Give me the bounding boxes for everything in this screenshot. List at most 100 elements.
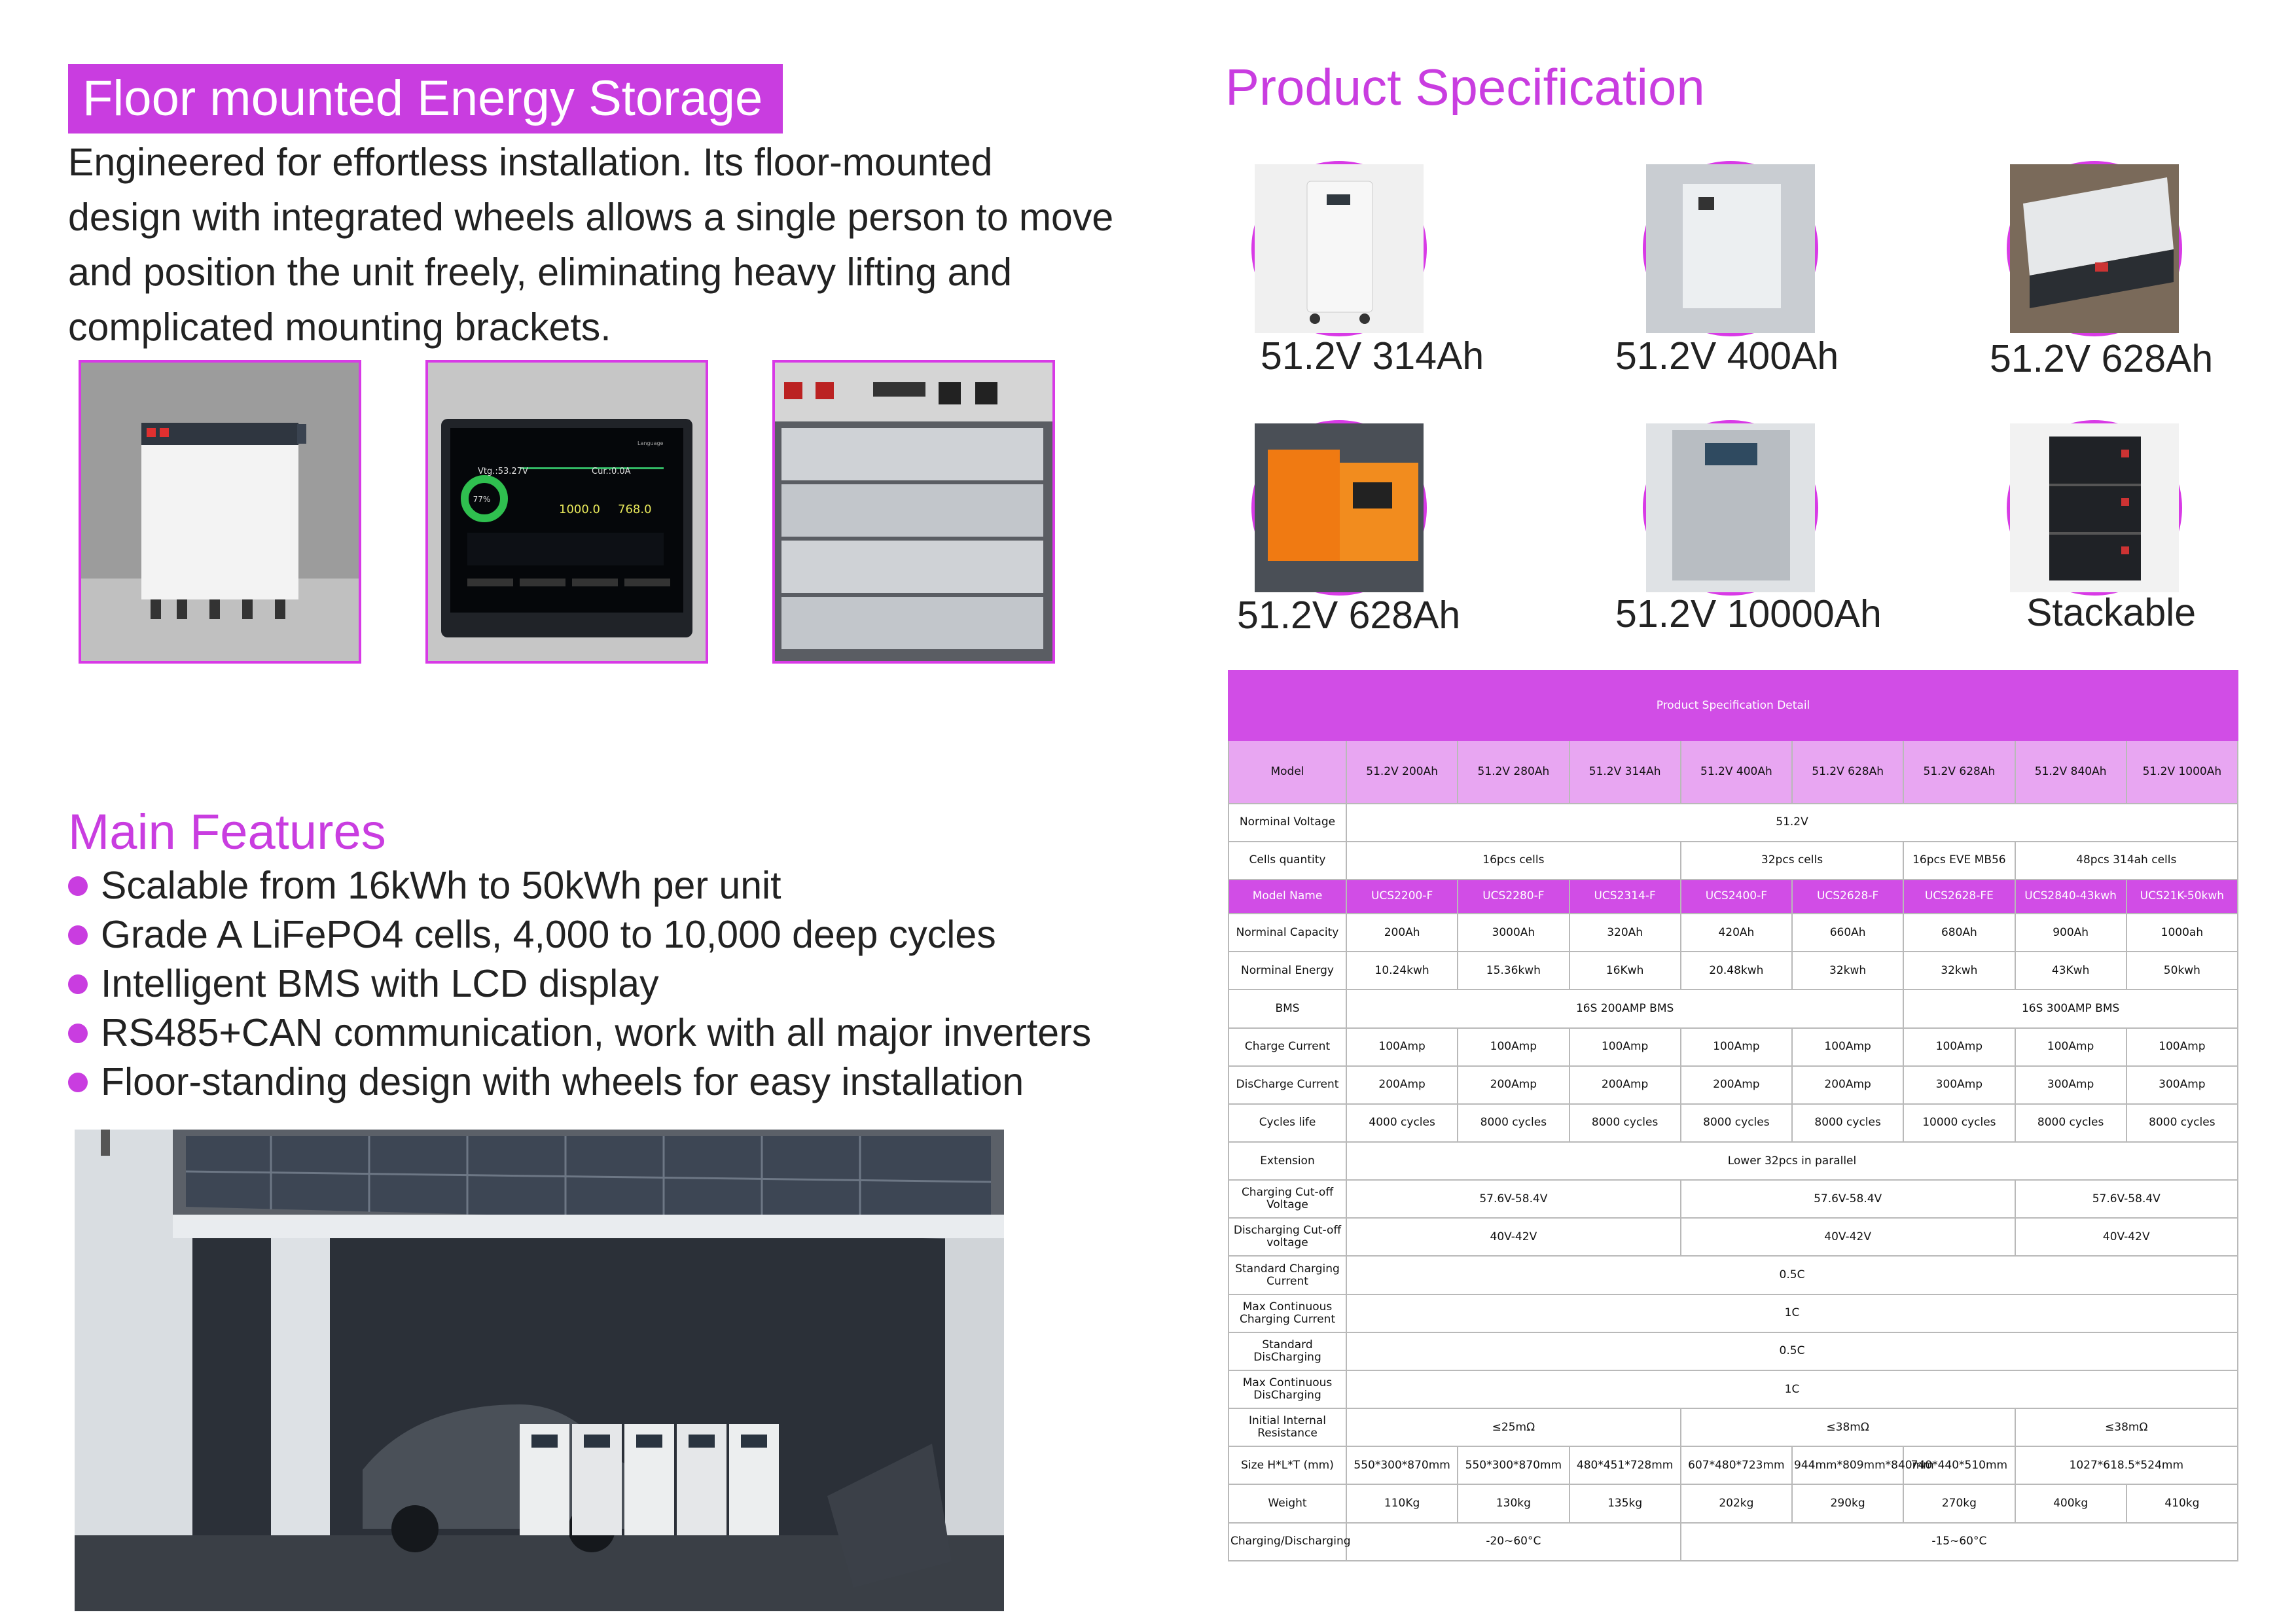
table-cell: UCS2280-F — [1457, 878, 1570, 915]
product-image-628ah-b — [1251, 420, 1427, 596]
table-cell: 20.48kwh — [1679, 951, 1793, 991]
table-cell: 51.2V 628Ah — [1791, 740, 1905, 804]
main-features-title: Main Features — [68, 804, 386, 860]
product-photo-cells — [772, 360, 1055, 664]
table-cell: 16pcs EVE MB56 — [1903, 840, 2016, 880]
table-cell: 32kwh — [1903, 951, 2016, 991]
table-cell: 100Amp — [2125, 1027, 2239, 1067]
table-cell: 100Amp — [2014, 1027, 2127, 1067]
table-row: Standard Charging Current 0.5C — [1228, 1255, 2238, 1295]
table-cell: 200Amp — [1457, 1065, 1570, 1105]
table-cell: 57.6V-58.4V — [1346, 1179, 1681, 1219]
table-cell: 100Amp — [1457, 1027, 1570, 1067]
row-label: Model Name — [1228, 878, 1347, 915]
table-cell: 660Ah — [1791, 913, 1905, 953]
table-cell: 200Ah — [1345, 913, 1459, 953]
table-row: Standard DisCharging 0.5C — [1228, 1331, 2238, 1371]
table-cell: 8000 cycles — [1791, 1103, 1905, 1143]
table-row: Charging Cut-off Voltage 57.6V-58.4V 57.… — [1228, 1179, 2238, 1219]
table-row: Weight 110Kg 130kg 135kg 202kg 290kg 270… — [1228, 1484, 2239, 1524]
table-cell: 8000 cycles — [1568, 1103, 1681, 1143]
table-cell: 51.2V 400Ah — [1679, 740, 1793, 804]
table-cell: 200Amp — [1791, 1065, 1905, 1105]
table-cell: 680Ah — [1903, 913, 2016, 953]
table-cell: 16pcs cells — [1346, 840, 1681, 880]
row-label: Norminal Capacity — [1228, 913, 1347, 953]
table-row: Norminal Energy 10.24kwh 15.36kwh 16Kwh … — [1228, 951, 2239, 991]
feature-item: Floor-standing design with wheels for ea… — [68, 1058, 1091, 1107]
table-row: BMS 16S 200AMP BMS 16S 300AMP BMS — [1228, 989, 2238, 1029]
table-cell: -15~60°C — [1679, 1522, 2239, 1562]
table-cell: ≤38mΩ — [2014, 1408, 2238, 1448]
table-row: DisCharge Current 200Amp 200Amp 200Amp 2… — [1228, 1065, 2239, 1105]
table-row: Discharging Cut-off voltage 40V-42V 40V-… — [1228, 1217, 2238, 1257]
table-row: Norminal Capacity 200Ah 3000Ah 320Ah 420… — [1228, 913, 2239, 953]
table-cell: 10.24kwh — [1345, 951, 1459, 991]
product-image-10000ah — [1643, 420, 1818, 596]
table-cell: 1000ah — [2125, 913, 2239, 953]
table-cell: 300Amp — [1903, 1065, 2016, 1105]
product-image-314ah — [1251, 161, 1427, 336]
table-row: Charge Current 100Amp 100Amp 100Amp 100A… — [1228, 1027, 2239, 1067]
lcd-current: Cur.:0.0A — [592, 467, 631, 476]
table-row: Product Specification Detail — [1228, 669, 2238, 741]
table-cell: 51.2V — [1346, 802, 2238, 842]
table-cell: 100Amp — [1568, 1027, 1681, 1067]
table-cell: 0.5C — [1346, 1331, 2238, 1371]
table-cell: 51.2V 200Ah — [1345, 740, 1459, 804]
table-row: Cycles life 4000 cycles 8000 cycles 8000… — [1228, 1103, 2239, 1143]
feature-text: Grade A LiFePO4 cells, 4,000 to 10,000 d… — [101, 913, 996, 956]
feature-text: Intelligent BMS with LCD display — [101, 962, 659, 1005]
table-cell: 4000 cycles — [1345, 1103, 1459, 1143]
row-label: Standard Charging Current — [1228, 1255, 1347, 1295]
product-label: 51.2V 628Ah — [1237, 594, 1461, 637]
table-cell: 550*300*870mm — [1457, 1446, 1570, 1486]
lcd-value-2: 768.0 — [618, 503, 652, 516]
table-cell: 51.2V 628Ah — [1903, 740, 2016, 804]
table-cell: 200Amp — [1679, 1065, 1793, 1105]
feature-item: Scalable from 16kWh to 50kWh per unit — [68, 861, 1091, 910]
table-cell: 51.2V 1000Ah — [2125, 740, 2239, 804]
table-cell: 1C — [1346, 1293, 2238, 1333]
features-list: Scalable from 16kWh to 50kWh per unit Gr… — [68, 861, 1091, 1107]
table-cell: 270kg — [1903, 1484, 2016, 1524]
table-cell: 57.6V-58.4V — [1679, 1179, 2016, 1219]
feature-item: Intelligent BMS with LCD display — [68, 959, 1091, 1008]
table-cell: 200Amp — [1568, 1065, 1681, 1105]
table-cell: ≤25mΩ — [1346, 1408, 1681, 1448]
row-label: Extension — [1228, 1141, 1347, 1181]
row-label: Norminal Voltage — [1228, 802, 1347, 842]
table-cell: 607*480*723mm — [1679, 1446, 1793, 1486]
table-cell: 51.2V 840Ah — [2014, 740, 2127, 804]
table-cell: 57.6V-58.4V — [2014, 1179, 2238, 1219]
product-label: 51.2V 400Ah — [1615, 334, 1839, 378]
product-specification-title: Product Specification — [1225, 58, 1705, 116]
row-label: BMS — [1228, 989, 1347, 1029]
row-label: Discharging Cut-off voltage — [1228, 1217, 1347, 1257]
table-cell: 40V-42V — [1346, 1217, 1681, 1257]
feature-text: Floor-standing design with wheels for ea… — [101, 1060, 1024, 1103]
table-cell: 48pcs 314ah cells — [2014, 840, 2238, 880]
table-row: Max Continuous DisCharging 1C — [1228, 1369, 2238, 1410]
table-cell: 15.36kwh — [1457, 951, 1570, 991]
feature-text: RS485+CAN communication, work with all m… — [101, 1011, 1092, 1054]
feature-item: RS485+CAN communication, work with all m… — [68, 1008, 1091, 1058]
table-row: Max Continuous Charging Current 1C — [1228, 1293, 2238, 1333]
table-cell: 740*440*510mm — [1903, 1446, 2016, 1486]
table-row: Model 51.2V 200Ah 51.2V 280Ah 51.2V 314A… — [1228, 740, 2239, 804]
table-cell: 50kwh — [2125, 951, 2239, 991]
row-label: Charging Cut-off Voltage — [1228, 1179, 1347, 1219]
table-cell: 8000 cycles — [1679, 1103, 1793, 1143]
row-label: Charge Current — [1228, 1027, 1347, 1067]
table-cell: UCS2400-F — [1679, 878, 1793, 915]
row-label: Cycles life — [1228, 1103, 1347, 1143]
table-cell: 100Amp — [1679, 1027, 1793, 1067]
bullet-icon — [68, 974, 88, 994]
table-cell: 40V-42V — [2014, 1217, 2238, 1257]
table-cell: 900Ah — [2014, 913, 2127, 953]
table-row: Size H*L*T (mm) 550*300*870mm 550*300*87… — [1228, 1446, 2238, 1486]
product-label: 51.2V 10000Ah — [1615, 592, 1882, 635]
table-cell: 10000 cycles — [1903, 1103, 2016, 1143]
row-label: Max Continuous DisCharging — [1228, 1369, 1347, 1410]
table-cell: 202kg — [1679, 1484, 1793, 1524]
